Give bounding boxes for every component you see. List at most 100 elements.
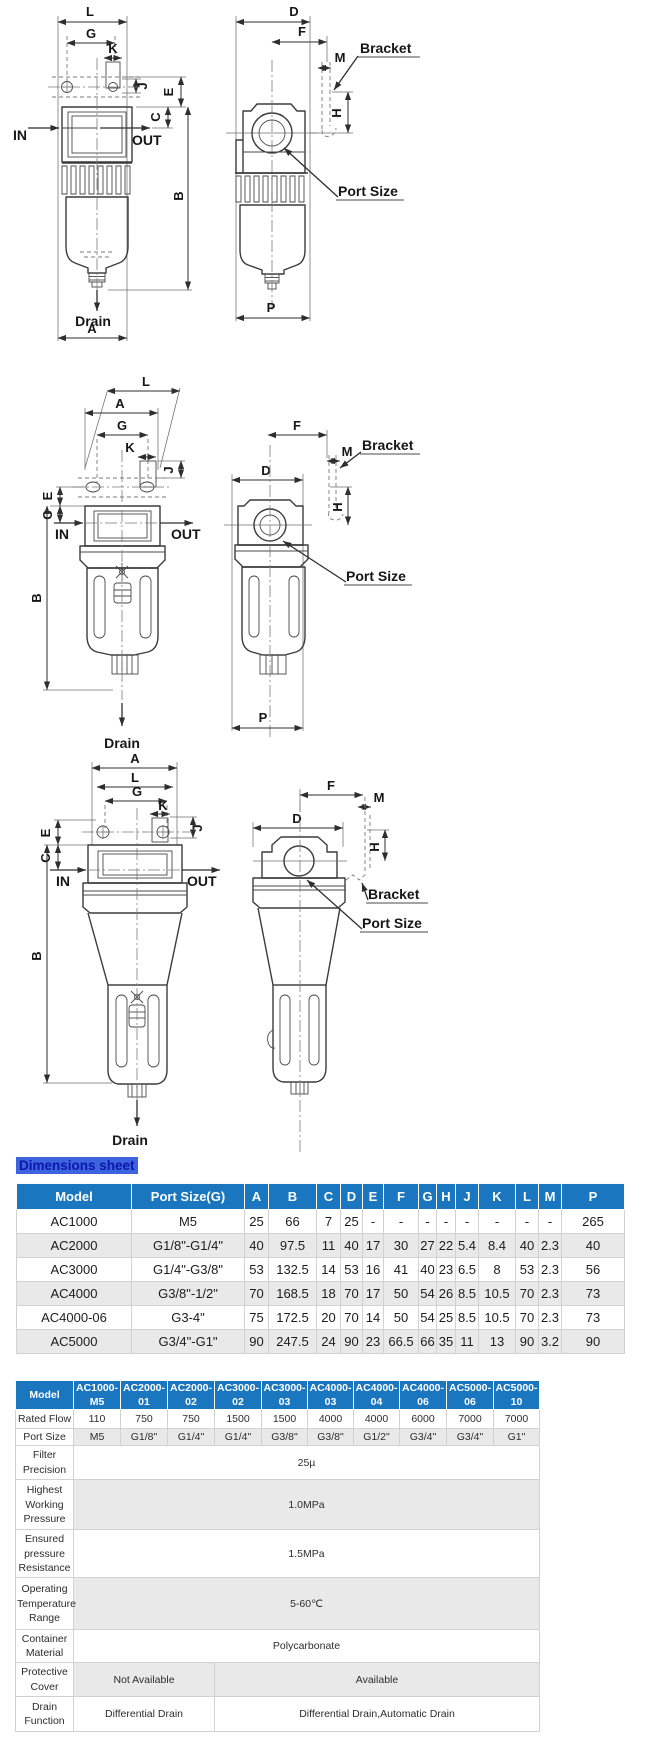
col-header: D — [340, 1183, 363, 1210]
row-label: Highest Working Pressure — [15, 1479, 74, 1531]
model-line2: 06 — [417, 1396, 429, 1409]
cell: Differential Drain,Automatic Drain — [214, 1696, 540, 1733]
cell: G3/8" — [307, 1428, 354, 1447]
cell: 8 — [478, 1257, 516, 1282]
corner-header-model: Model — [15, 1379, 74, 1411]
dim-label-M: M — [374, 790, 385, 805]
col-header: K — [478, 1183, 516, 1210]
cell: 6.5 — [455, 1257, 479, 1282]
dim-label-A: A — [115, 396, 125, 411]
cell: 8.5 — [455, 1281, 479, 1306]
cell: AC3000 — [16, 1257, 132, 1282]
cell: 75 — [244, 1305, 269, 1330]
drawing2-front-view: L A G K J E C IN OUT Drain — [29, 374, 201, 751]
dim-label-F: F — [293, 418, 301, 433]
cell: - — [478, 1209, 516, 1234]
dim-label-F: F — [298, 24, 306, 39]
cell: 40 — [340, 1233, 363, 1258]
col-header: F — [383, 1183, 419, 1210]
dim-label-J: J — [161, 466, 176, 473]
cell: G1/4" — [214, 1428, 262, 1447]
cell: 17 — [362, 1233, 384, 1258]
cell: 11 — [316, 1233, 341, 1258]
cell: 2.3 — [538, 1233, 562, 1258]
cell: 16 — [362, 1257, 384, 1282]
cell: M5 — [73, 1428, 121, 1447]
dim-label-K: K — [125, 440, 135, 455]
col-header: B — [268, 1183, 317, 1210]
row-label: Operating Temperature Range — [15, 1577, 76, 1631]
cell: 54 — [418, 1305, 437, 1330]
cell: 66 — [268, 1209, 317, 1234]
row-label: Ensured pressure Resistance — [15, 1529, 74, 1579]
model-line1: AC1000- — [75, 1382, 119, 1394]
col-header-portsize: Port Size(G) — [131, 1183, 245, 1210]
row-label: Container Material — [15, 1629, 74, 1664]
cell: 53 — [244, 1257, 269, 1282]
dim-label-L: L — [86, 4, 94, 19]
cell: 265 — [561, 1209, 625, 1234]
dim-label-L: L — [131, 770, 139, 785]
cell: 4000 — [307, 1409, 354, 1430]
cell: 2.3 — [538, 1281, 562, 1306]
cell: 1.0MPa — [73, 1479, 540, 1531]
col-header: E — [362, 1183, 384, 1210]
drain-function-row: Drain Function Differential Drain Differ… — [15, 1696, 540, 1733]
drain-label: Drain — [112, 1132, 148, 1148]
dim-label-A: A — [130, 751, 140, 766]
cell: - — [383, 1209, 419, 1234]
cell: 8.4 — [478, 1233, 516, 1258]
cell: 6000 — [399, 1409, 447, 1430]
cell: 90 — [340, 1329, 363, 1354]
cell: 20 — [316, 1305, 341, 1330]
model-line1: AC2000- — [169, 1382, 213, 1394]
dim-label-H: H — [329, 108, 344, 117]
cell: 97.5 — [268, 1233, 317, 1258]
col-header: A — [244, 1183, 269, 1210]
drawing3-side-view: F M D H Bracket Port Size — [252, 778, 428, 1152]
dim-label-B: B — [29, 951, 44, 960]
cell: 1500 — [214, 1409, 262, 1430]
cell: 10.5 — [478, 1305, 516, 1330]
protective-cover-row: Protective Cover Not Available Available — [15, 1662, 540, 1698]
cell: 750 — [120, 1409, 168, 1430]
model-header: AC2000-02 — [167, 1379, 215, 1411]
dim-label-C: C — [148, 112, 163, 122]
model-line1: AC5000- — [495, 1382, 538, 1394]
cell: 50 — [383, 1281, 419, 1306]
cell: 73 — [561, 1281, 625, 1306]
col-header: P — [561, 1183, 625, 1210]
dim-label-E: E — [40, 491, 55, 500]
out-label: OUT — [187, 873, 217, 889]
cell: 10.5 — [478, 1281, 516, 1306]
cell: 73 — [561, 1305, 625, 1330]
cell: 27 — [418, 1233, 437, 1258]
cell: 70 — [244, 1281, 269, 1306]
cell: 1500 — [261, 1409, 308, 1430]
cell: 40 — [418, 1257, 437, 1282]
in-label: IN — [55, 526, 69, 542]
cell: 11 — [455, 1329, 479, 1354]
ensured-pressure-resistance-row: Ensured pressure Resistance 1.5MPa — [15, 1529, 540, 1579]
cell: 110 — [73, 1409, 121, 1430]
model-line2: 02 — [232, 1396, 244, 1409]
cell: 30 — [383, 1233, 419, 1258]
dimensions-sheet-title: Dimensions sheet — [16, 1157, 138, 1174]
port-size-label: Port Size — [346, 568, 406, 584]
dim-label-M: M — [335, 50, 346, 65]
port-size-circle — [283, 845, 315, 877]
cell: 247.5 — [268, 1329, 317, 1354]
cell: G3/8"-1/2" — [131, 1281, 245, 1306]
operating-temperature-row: Operating Temperature Range 5-60℃ — [15, 1577, 540, 1631]
cell: G1" — [493, 1428, 540, 1447]
cell: 14 — [362, 1305, 384, 1330]
out-label: OUT — [132, 132, 162, 148]
drain-label: Drain — [75, 313, 111, 329]
cell: 172.5 — [268, 1305, 317, 1330]
cell: 50 — [383, 1305, 419, 1330]
cell: 14 — [316, 1257, 341, 1282]
model-line2: 06 — [464, 1396, 476, 1409]
